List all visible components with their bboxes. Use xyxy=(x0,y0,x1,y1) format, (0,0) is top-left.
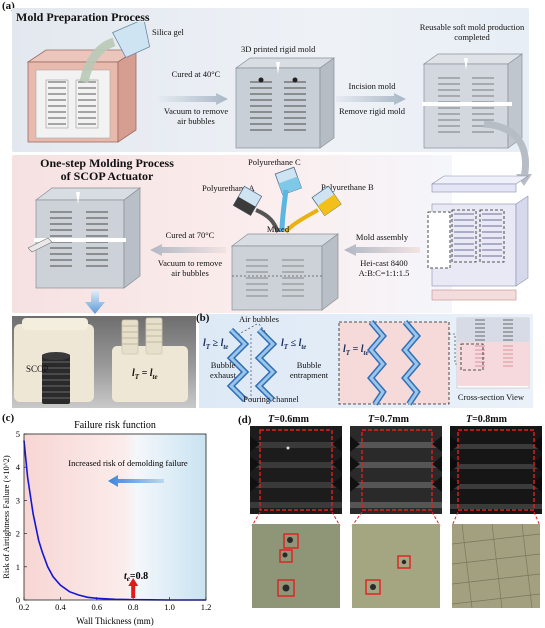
ge-sub2: te xyxy=(223,343,228,351)
threshold-arrow-shaft xyxy=(131,586,135,598)
panel-b: (b) Air bubbles lT ≥ xyxy=(199,314,533,408)
y-tick-label: 5 xyxy=(16,429,20,439)
micrograph-t07-top xyxy=(350,426,442,514)
bubble-exhaust-line2: exhaust xyxy=(203,370,243,380)
x-tick-label: 1.2 xyxy=(201,602,212,612)
x-tick-label: 0.2 xyxy=(19,602,30,612)
le-sub1: T xyxy=(284,343,288,351)
x-tick-label: 0.6 xyxy=(91,602,102,612)
y-axis-label: Risk of Airtightness Failure (×10^2) xyxy=(1,455,11,579)
remove-rigid-label: Remove rigid mold xyxy=(330,106,414,116)
vacuum70-line2: air bubbles xyxy=(148,268,232,278)
pouring-channel-label: Pouring channel xyxy=(231,394,311,404)
bubble-entrap-label: Bubble entrapment xyxy=(281,360,337,380)
heicast-line1: Hei-cast 8400 xyxy=(344,258,424,268)
cross-section-label: Cross-section View xyxy=(449,392,533,402)
incision-label: Incision mold xyxy=(334,81,410,91)
panel-d-letter: (d) xyxy=(238,414,251,426)
heicast-label: Hei-cast 8400 A:B:C=1:1:1.5 xyxy=(344,258,424,278)
arrow-cured40 xyxy=(158,93,228,105)
vacuum70-line1: Vacuum to remove xyxy=(148,258,232,268)
ge-formula: lT ≥ lte xyxy=(203,338,228,351)
arrow-incision xyxy=(336,93,406,105)
polyurethane-mixing-illustration xyxy=(226,166,342,312)
x-tick-label: 0.8 xyxy=(128,602,139,612)
micrograph-t07-zoom xyxy=(352,524,440,608)
y-tick-label: 1 xyxy=(16,562,20,572)
eq-mid-formula: lT = lte xyxy=(343,344,369,357)
cured40-label: Cured at 40°C xyxy=(152,69,240,79)
x-tick-label: 0.4 xyxy=(55,602,66,612)
cured40-line1: Cured at 40°C xyxy=(152,69,240,79)
le-formula: lT ≤ lte xyxy=(281,338,306,351)
t08-val: =0.8mm xyxy=(472,414,507,425)
exploded-assembly-illustration xyxy=(424,174,534,312)
t06-title: T=0.6mm xyxy=(268,414,309,425)
arrow-down-photo xyxy=(84,290,106,314)
y-tick-label: 4 xyxy=(16,462,21,472)
bubble-entrap-line2: entrapment xyxy=(281,370,337,380)
bubble-exhaust-label: Bubble exhaust xyxy=(203,360,243,380)
t07-title: T=0.7mm xyxy=(368,414,409,425)
arrow-cured70 xyxy=(150,244,226,256)
t06-val: =0.6mm xyxy=(274,414,309,425)
t07-val: =0.7mm xyxy=(374,414,409,425)
vacuum40-line2: air bubbles xyxy=(150,116,242,126)
cured-mold-illustration xyxy=(28,186,148,292)
reusable-label: Reusable soft mold production completed xyxy=(416,22,528,42)
chart-title: Failure risk function xyxy=(74,420,156,431)
vacuum70-label: Vacuum to remove air bubbles xyxy=(148,258,232,278)
micrograph-t06-top xyxy=(250,426,342,514)
onestep-title-line2: of SCOP Actuator xyxy=(22,170,192,183)
t08-title: T=0.8mm xyxy=(466,414,507,425)
ge-sign: ≥ xyxy=(213,338,219,349)
y-tick-label: 0 xyxy=(16,595,20,605)
heicast-line2: A:B:C=1:1:1.5 xyxy=(344,268,424,278)
cured70-label: Cured at 70°C xyxy=(152,230,228,240)
rigid-mold-illustration xyxy=(232,56,338,150)
photo-equation: lT = lte xyxy=(132,368,158,381)
micrograph-t08-zoom xyxy=(452,524,540,608)
increased-risk-label: Increased risk of demolding failure xyxy=(68,458,188,468)
photo-eq-sub2: te xyxy=(153,373,158,381)
x-tick-label: 1.0 xyxy=(164,602,175,612)
mixed-label: Mixed xyxy=(258,224,298,234)
y-tick-label: 2 xyxy=(16,529,20,539)
scop-photo-panel: SCOP lT = lte xyxy=(12,316,196,408)
bubble-exhaust-line1: Bubble xyxy=(203,360,243,370)
eq-mid-sub2: te xyxy=(364,349,369,357)
scop-photo-drawing xyxy=(12,316,196,408)
vacuum40-line1: Vacuum to remove xyxy=(150,106,242,116)
y-tick-label: 3 xyxy=(16,495,20,505)
vacuum40-label: Vacuum to remove air bubbles xyxy=(150,106,242,126)
le-sub2: te xyxy=(301,343,306,351)
micrograph-t06-zoom xyxy=(252,524,340,608)
photo-eq-mid: = l xyxy=(139,368,152,379)
le-sign: ≤ xyxy=(291,338,297,349)
ge-sub1: T xyxy=(206,343,210,351)
micrograph-t08-top xyxy=(450,426,542,514)
printed-mold-label: 3D printed rigid mold xyxy=(241,44,315,54)
panel-a: (a) Mold Preparation Process Silica gel … xyxy=(0,0,545,320)
x-axis-label: Wall Thickness (mm) xyxy=(76,616,154,626)
assembly-label: Mold assembly xyxy=(344,232,420,242)
failure-risk-chart: 0.2 0.4 0.6 0.8 1.0 1.2 0 1 2 3 4 5 Failure risk fu… xyxy=(0,414,226,628)
arrow-assembly xyxy=(344,244,420,256)
onestep-title: One-step Molding Process of SCOP Actuato… xyxy=(22,157,192,183)
silica-gel-label: Silica gel xyxy=(152,27,184,37)
bubble-entrap-line1: Bubble xyxy=(281,360,337,370)
scop-label: SCOP xyxy=(26,364,49,374)
silica-pour-illustration xyxy=(18,22,158,150)
